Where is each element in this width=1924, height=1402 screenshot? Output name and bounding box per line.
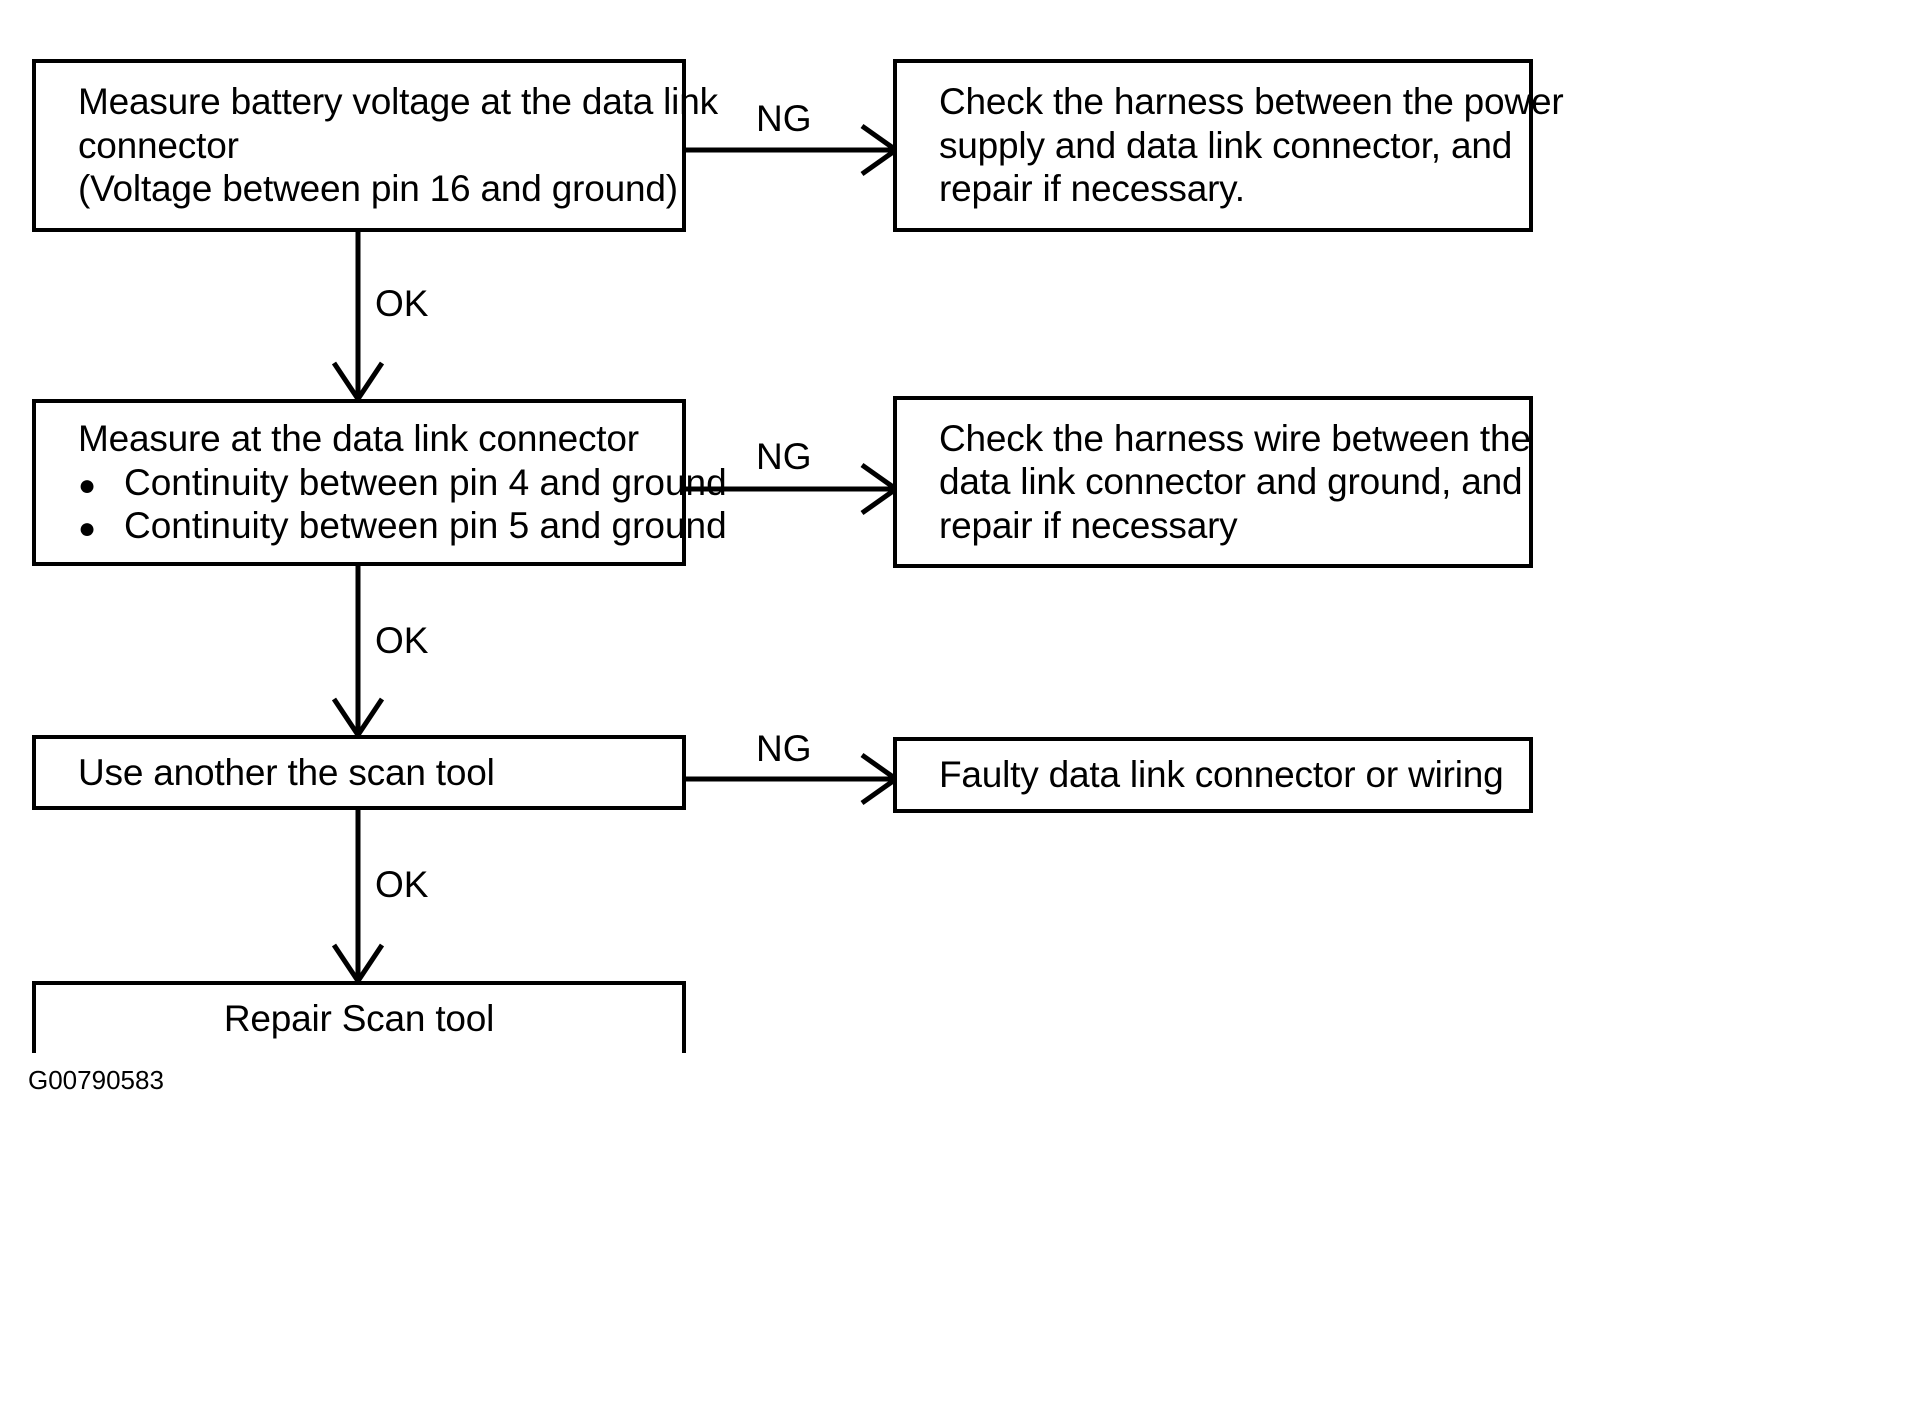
node-faulty-data-link-connector[interactable]: Faulty data link connector or wiring [893, 737, 1533, 813]
node-line: data link connector and ground, and [939, 461, 1523, 503]
node-line: Use another the scan tool [78, 751, 495, 793]
bullet-icon: ● [78, 512, 97, 546]
node-line: Check the harness wire between the [939, 417, 1531, 459]
node-bullet-item: ● Continuity between pin 4 and ground [36, 461, 727, 505]
node-line: connector [78, 124, 239, 166]
edge-label-ng-1: NG [756, 98, 812, 139]
node-line: repair if necessary. [939, 168, 1245, 210]
node-line: Faulty data link connector or wiring [939, 754, 1504, 796]
node-measure-at-data-link-connector[interactable]: Measure at the data link connector ● Con… [32, 399, 727, 566]
node-check-harness-wire-ground[interactable]: Check the harness wire between the data … [893, 396, 1533, 568]
node-line: (Voltage between pin 16 and ground) [78, 168, 678, 210]
edge-label-ok-1: OK [375, 283, 429, 324]
edge-label-ok-3: OK [375, 864, 429, 905]
edge-label-ok-2: OK [375, 620, 429, 661]
node-measure-battery-voltage[interactable]: Measure battery voltage at the data link… [32, 59, 718, 232]
node-line: Measure battery voltage at the data link [78, 81, 718, 123]
node-bullet-label: Continuity between pin 5 and ground [124, 505, 727, 547]
node-use-another-scan-tool[interactable]: Use another the scan tool [32, 735, 686, 810]
node-title: Measure at the data link connector [78, 418, 639, 460]
node-line: supply and data link connector, and [939, 124, 1513, 166]
edge-label-ng-3: NG [756, 728, 812, 769]
node-line: Repair Scan tool [223, 998, 495, 1040]
edge-label-ng-2: NG [756, 436, 812, 477]
node-line: Check the harness between the power [939, 81, 1564, 123]
node-check-harness-power-supply[interactable]: Check the harness between the power supp… [893, 59, 1564, 232]
node-bullet-item: ● Continuity between pin 5 and ground [36, 504, 727, 548]
figure-caption: G00790583 [28, 1065, 164, 1095]
node-line: repair if necessary [939, 504, 1238, 546]
bullet-icon: ● [78, 468, 97, 502]
node-bullet-label: Continuity between pin 4 and ground [124, 461, 727, 503]
node-repair-scan-tool[interactable]: Repair Scan tool [32, 981, 686, 1053]
